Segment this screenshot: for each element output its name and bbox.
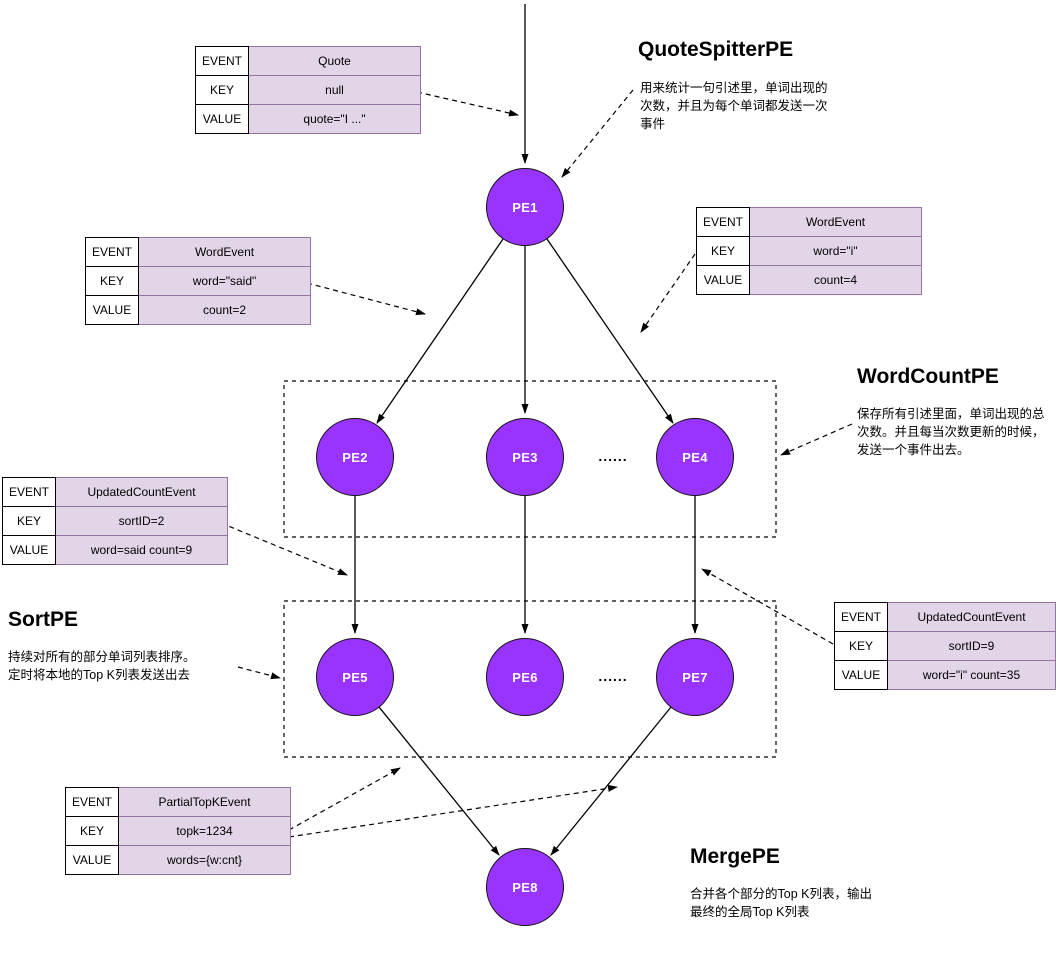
annot-updatedi-table-arrow bbox=[701, 568, 834, 645]
row-value: WordEvent bbox=[749, 207, 923, 237]
row-value: word=said count=9 bbox=[55, 535, 229, 565]
row-value: sortID=9 bbox=[887, 631, 1056, 661]
row-value: WordEvent bbox=[138, 237, 312, 267]
node-pe7-label: PE7 bbox=[682, 669, 708, 685]
node-pe3-label: PE3 bbox=[512, 449, 538, 465]
node-pe5-label: PE5 bbox=[342, 669, 368, 685]
row-label: KEY bbox=[833, 631, 889, 661]
desc-mergepe: 合并各个部分的Top K列表，输出 最终的全局Top K列表 bbox=[690, 887, 872, 919]
edge-pe5-pe8 bbox=[378, 706, 500, 856]
row-value: quote="I ..." bbox=[248, 104, 422, 134]
row-value: words={w:cnt} bbox=[118, 845, 292, 875]
title-mergepe: MergePE bbox=[690, 845, 780, 868]
event-table-wordevent-i: EVENT WordEvent KEY word="i" VALUE count… bbox=[695, 207, 923, 295]
row-value: topk=1234 bbox=[118, 816, 292, 846]
wordcount-group-box bbox=[283, 380, 777, 538]
edge-pe1-pe4 bbox=[546, 238, 674, 424]
annot-partialtopk-arrow-left bbox=[288, 767, 401, 831]
event-table-partialtopk: EVENT PartialTopKEvent KEY topk=1234 VAL… bbox=[64, 787, 292, 875]
row-label: KEY bbox=[84, 266, 140, 296]
node-pe1-label: PE1 bbox=[512, 199, 538, 215]
row-label: KEY bbox=[695, 236, 751, 266]
node-pe3: PE3 bbox=[486, 418, 564, 496]
title-wordcountpe: WordCountPE bbox=[857, 365, 999, 388]
node-pe2-label: PE2 bbox=[342, 449, 368, 465]
annot-quotespitter-arrow bbox=[561, 89, 634, 178]
node-pe5: PE5 bbox=[316, 638, 394, 716]
annot-wordsaid-table-arrow bbox=[306, 282, 426, 316]
annot-wordi-table-arrow bbox=[640, 253, 696, 333]
row-label: EVENT bbox=[695, 207, 751, 237]
event-table-updatedcount-i: EVENT UpdatedCountEvent KEY sortID=9 VAL… bbox=[833, 602, 1056, 690]
row-label: KEY bbox=[64, 816, 120, 846]
event-table-quote: EVENT Quote KEY null VALUE quote="I ..." bbox=[194, 46, 422, 134]
node-pe6: PE6 bbox=[486, 638, 564, 716]
row-label: KEY bbox=[1, 506, 57, 536]
row-value: Quote bbox=[248, 46, 422, 76]
row-label: EVENT bbox=[833, 602, 889, 632]
row-value: null bbox=[248, 75, 422, 105]
row-value: PartialTopKEvent bbox=[118, 787, 292, 817]
node-pe8: PE8 bbox=[486, 848, 564, 926]
row-label: VALUE bbox=[695, 265, 751, 295]
row-label: VALUE bbox=[1, 535, 57, 565]
node-pe4: PE4 bbox=[656, 418, 734, 496]
title-sortpe: SortPE bbox=[8, 608, 79, 631]
node-pe1: PE1 bbox=[486, 168, 564, 246]
row-label: VALUE bbox=[84, 295, 140, 325]
row-label: EVENT bbox=[64, 787, 120, 817]
row-label: EVENT bbox=[84, 237, 140, 267]
row-value: UpdatedCountEvent bbox=[887, 602, 1056, 632]
event-table-updatedcount-said: EVENT UpdatedCountEvent KEY sortID=2 VAL… bbox=[1, 477, 229, 565]
row-value: count=4 bbox=[749, 265, 923, 295]
row-label: VALUE bbox=[64, 845, 120, 875]
edge-pe1-pe2 bbox=[376, 238, 504, 424]
edge-pe7-pe8 bbox=[550, 706, 672, 856]
annot-sort-arrow bbox=[237, 666, 281, 680]
ellipsis-sort: ...... bbox=[598, 668, 628, 684]
row-value: UpdatedCountEvent bbox=[55, 477, 229, 507]
row-label: VALUE bbox=[194, 104, 250, 134]
desc-sortpe: 持续对所有的部分单词列表排序。 定时将本地的Top K列表发送出去 bbox=[8, 650, 196, 682]
node-pe6-label: PE6 bbox=[512, 669, 538, 685]
ellipsis-wordcount: ...... bbox=[598, 448, 628, 464]
node-pe8-label: PE8 bbox=[512, 879, 538, 895]
annot-updatedsaid-table-arrow bbox=[220, 522, 348, 576]
node-pe4-label: PE4 bbox=[682, 449, 708, 465]
row-label: KEY bbox=[194, 75, 250, 105]
row-value: count=2 bbox=[138, 295, 312, 325]
row-label: VALUE bbox=[833, 660, 889, 690]
title-quotespitterpe: QuoteSpitterPE bbox=[638, 38, 794, 61]
event-table-wordevent-said: EVENT WordEvent KEY word="said" VALUE co… bbox=[84, 237, 312, 325]
node-pe7: PE7 bbox=[656, 638, 734, 716]
row-value: word="i" count=35 bbox=[887, 660, 1056, 690]
row-label: EVENT bbox=[194, 46, 250, 76]
row-value: word="i" bbox=[749, 236, 923, 266]
row-value: sortID=2 bbox=[55, 506, 229, 536]
row-label: EVENT bbox=[1, 477, 57, 507]
annot-quote-table-arrow bbox=[416, 91, 519, 117]
node-pe2: PE2 bbox=[316, 418, 394, 496]
desc-wordcountpe: 保存所有引述里面，单词出现的总 次数。并且每当次数更新的时候， 发送一个事件出去… bbox=[857, 407, 1045, 457]
annot-partialtopk-arrow-right bbox=[288, 784, 618, 838]
desc-quotespitterpe: 用来统计一句引述里，单词出现的 次数，并且为每个单词都发送一次 事件 bbox=[640, 81, 828, 131]
annot-wordcount-arrow bbox=[780, 423, 853, 456]
sort-group-box bbox=[283, 600, 777, 758]
row-value: word="said" bbox=[138, 266, 312, 296]
